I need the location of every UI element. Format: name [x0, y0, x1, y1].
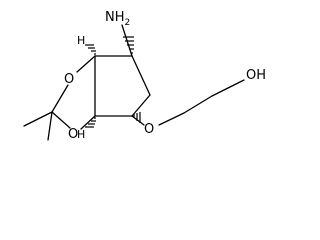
stereo-hash-ether: [133, 112, 141, 123]
bond-methyl-2: [47, 111, 53, 141]
bond-lines: [23, 24, 245, 141]
bond-c3a-o: [76, 55, 96, 73]
bond-ch2-oh: [211, 79, 245, 97]
hydroxyl-label: OH: [246, 68, 266, 83]
dioxole-oxygen-bottom: O: [68, 127, 78, 142]
bond-o-ch2: [158, 112, 185, 126]
stereo-hash-amine: [123, 36, 134, 54]
hydrogen-bottom: H: [77, 128, 85, 141]
amine-label: NH2: [105, 10, 130, 28]
stereo-hash-bottom: [85, 117, 96, 128]
molecule-structure: NH2 OH O O O H H: [23, 10, 266, 142]
stereo-hash-top: [85, 44, 96, 55]
ether-oxygen-label: O: [144, 122, 154, 137]
bond-c4-c5: [131, 55, 151, 96]
bond-ch2-ch2: [183, 95, 213, 114]
bond-o-c6a: [80, 115, 96, 130]
bond-methyl-1: [23, 111, 53, 127]
bond-o-cme2: [51, 84, 69, 113]
bond-c5-c6: [131, 94, 151, 117]
dioxole-oxygen-top: O: [64, 72, 74, 87]
bond-cme2-o: [51, 111, 71, 129]
hydrogen-top: H: [77, 34, 85, 47]
